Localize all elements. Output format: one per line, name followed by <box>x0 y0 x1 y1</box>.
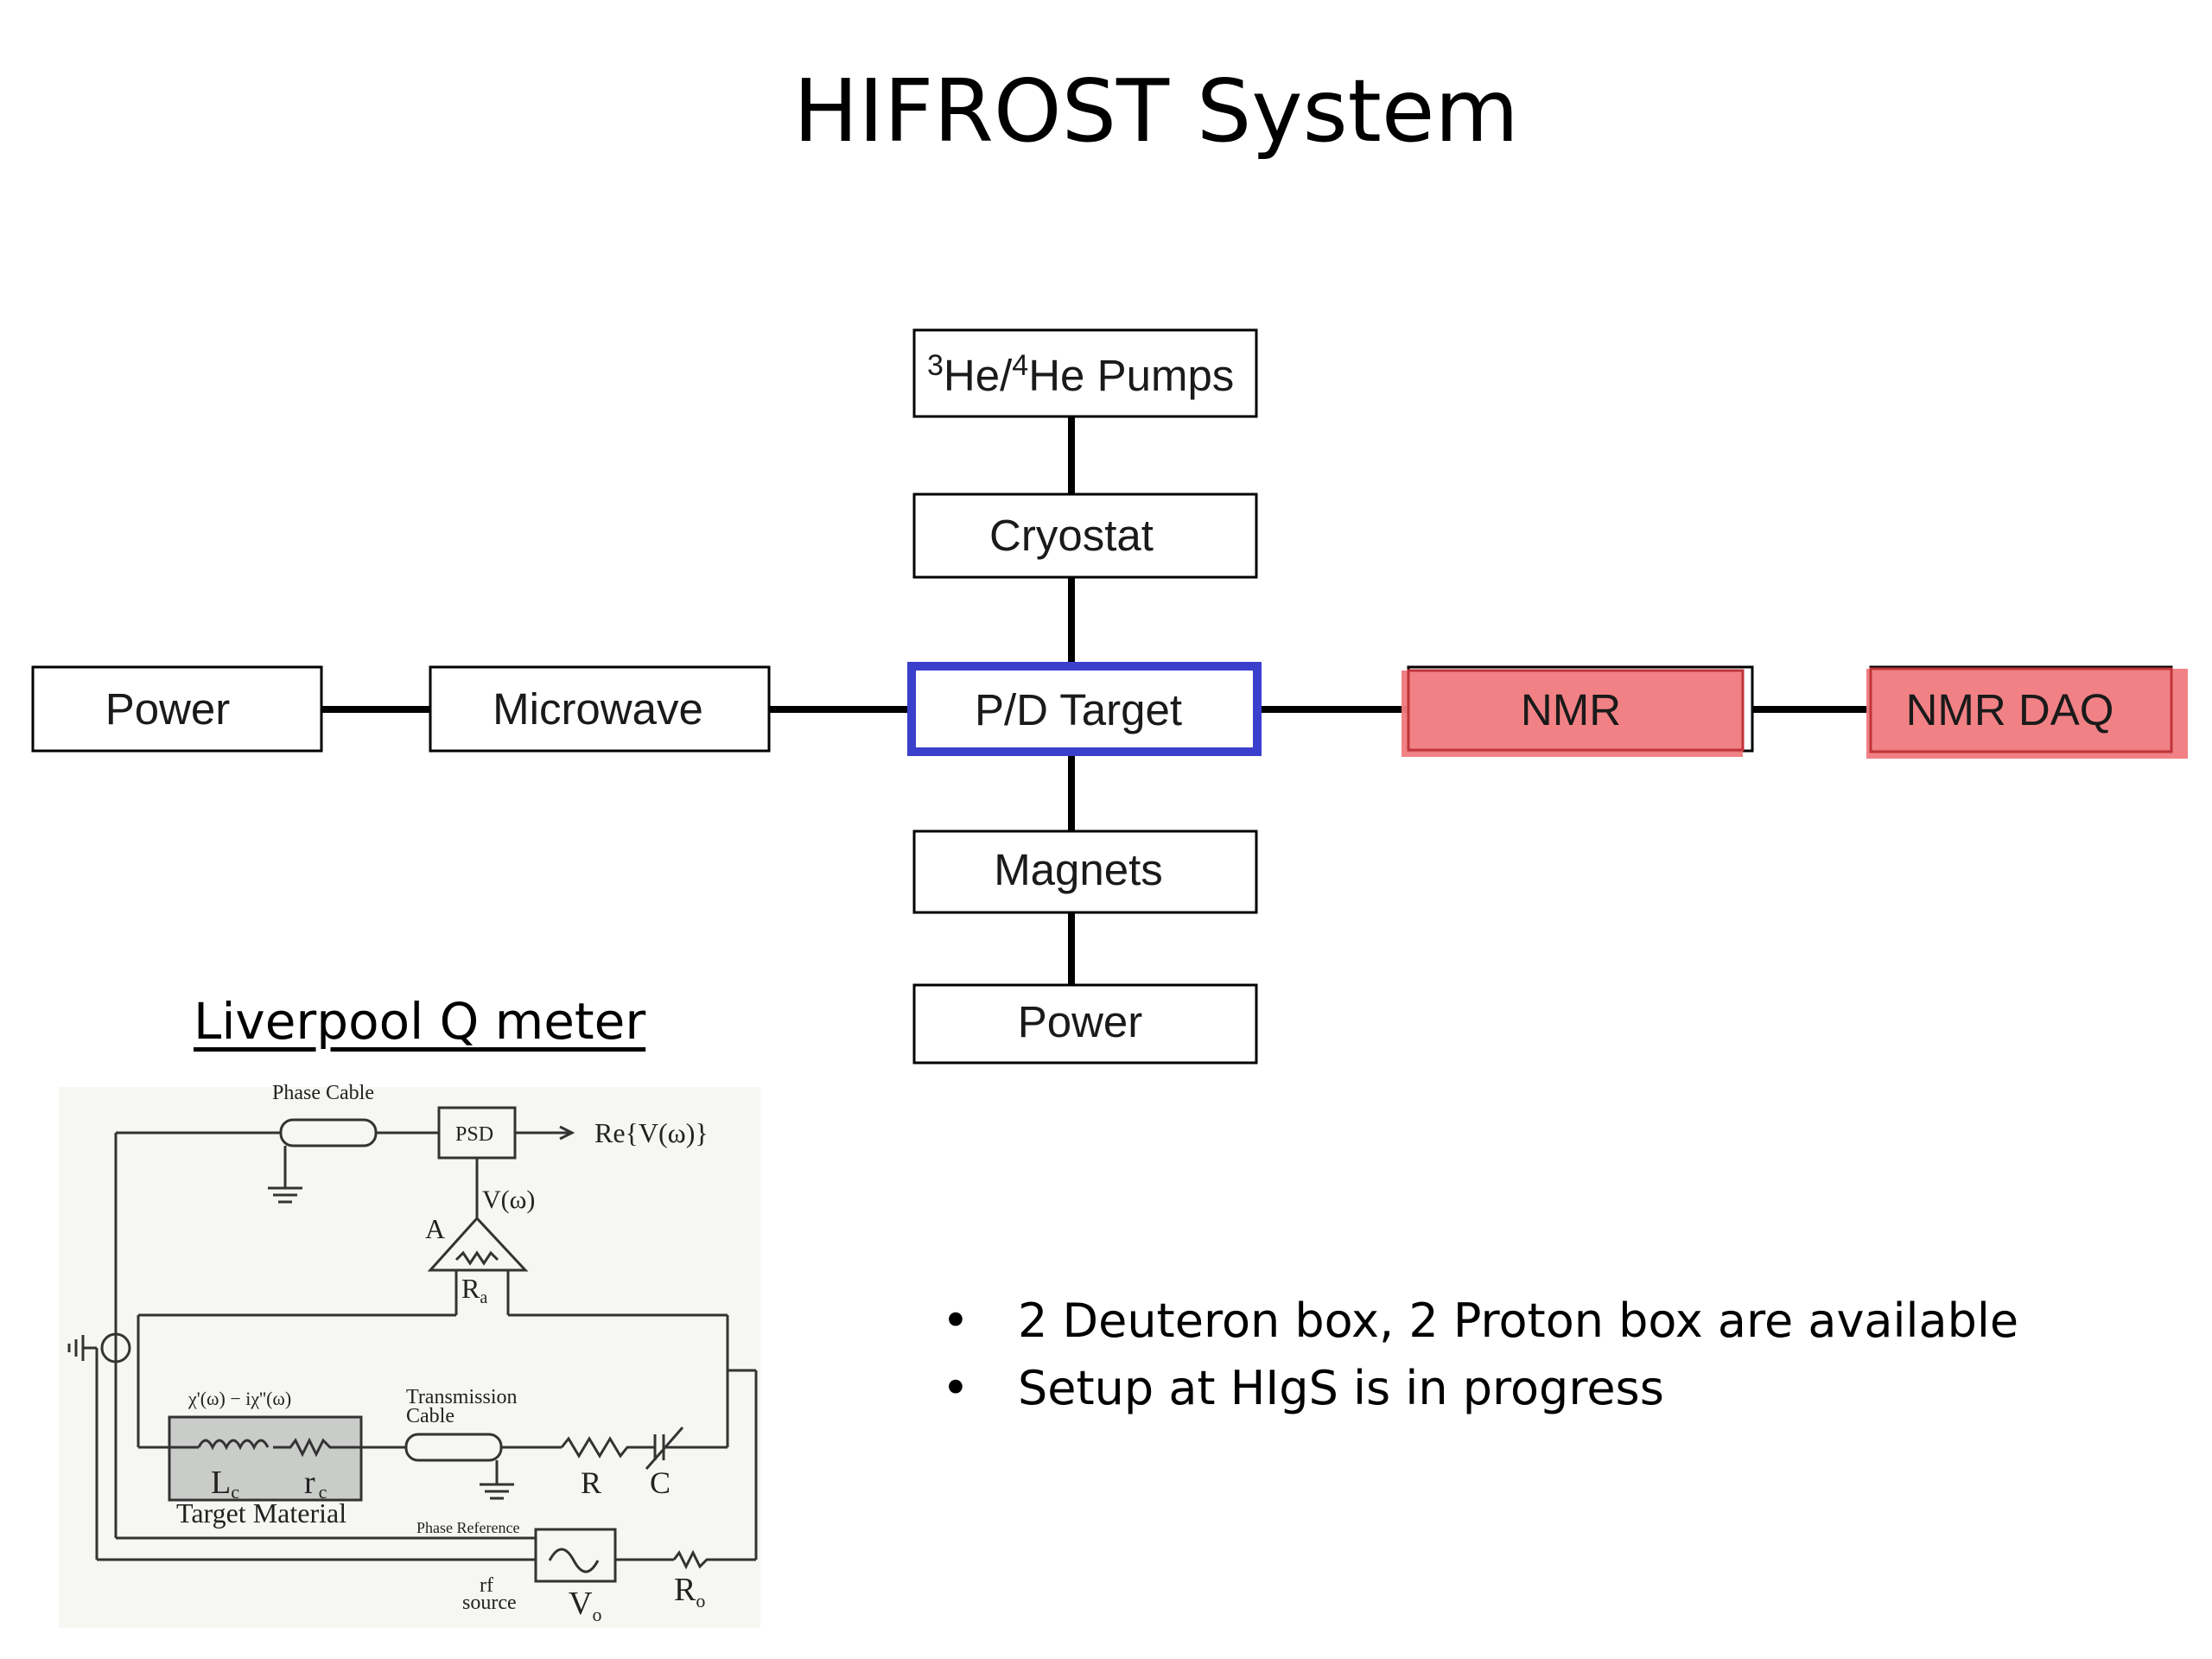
pumps-label: 3He/4He Pumps <box>927 349 1234 400</box>
magnets-block: Magnets <box>912 830 1258 914</box>
bullet-list: 2 Deuteron box, 2 Proton box are availab… <box>942 1287 2018 1422</box>
target-label: P/D Target <box>975 685 1182 734</box>
cryostat-block: Cryostat <box>912 493 1258 579</box>
target-block: P/D Target <box>907 662 1262 756</box>
connector-lines <box>321 416 1871 985</box>
microwave-label: Microwave <box>493 684 703 734</box>
power-bottom-block: Power <box>912 983 1258 1065</box>
nmr-daq-label: NMR DAQ <box>1906 685 2114 734</box>
power-left-label: Power <box>105 684 231 734</box>
cryostat-label: Cryostat <box>989 511 1154 560</box>
power-bottom-label: Power <box>1018 997 1143 1046</box>
bullet-item: Setup at HIgS is in progress <box>942 1355 2018 1422</box>
nmr-block: NMR <box>1402 665 1754 757</box>
bullet-item: 2 Deuteron box, 2 Proton box are availab… <box>942 1287 2018 1355</box>
nmr-label: NMR <box>1521 685 1621 734</box>
page-title: HIFROST System <box>793 60 1519 162</box>
power-left-block: Power <box>31 665 323 753</box>
microwave-block: Microwave <box>429 665 771 753</box>
qmeter-title: Liverpool Q meter <box>194 992 646 1051</box>
magnets-label: Magnets <box>994 845 1163 894</box>
pumps-block: 3He/4He Pumps <box>912 328 1258 418</box>
nmr-daq-block: NMR DAQ <box>1866 665 2188 759</box>
